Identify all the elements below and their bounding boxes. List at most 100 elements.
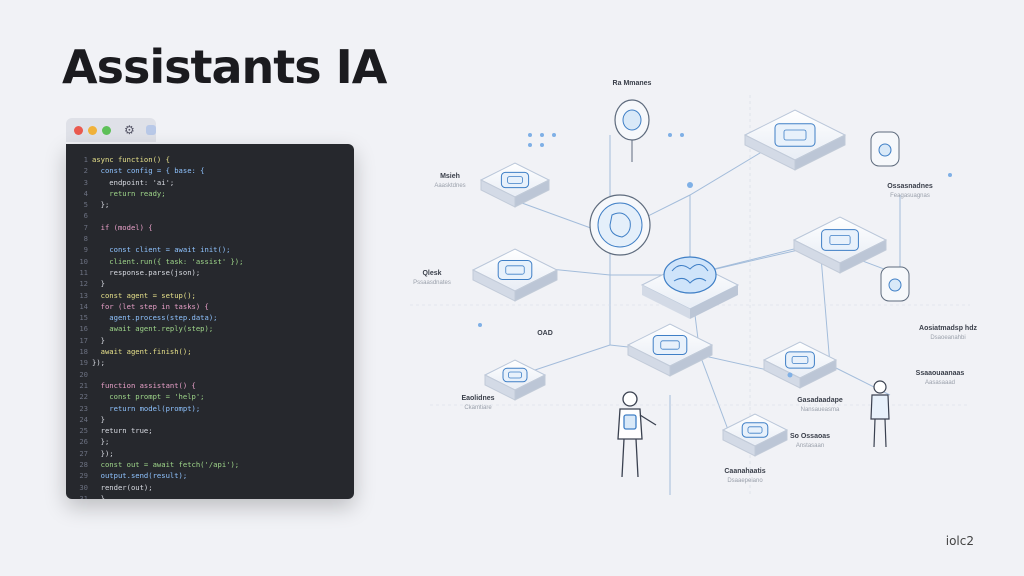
- nodes: [471, 109, 888, 457]
- code-line: return ready;: [92, 188, 166, 198]
- code-line: return model(prompt);: [92, 403, 201, 413]
- line-number: 26: [79, 437, 88, 447]
- page-title: Assistants IA: [62, 40, 387, 94]
- node-card-2: [743, 109, 847, 171]
- code-content: async function() { const config = { base…: [92, 154, 348, 499]
- node-card-4: [471, 248, 559, 302]
- node-label: Ossasnadnes: [887, 183, 933, 190]
- line-number: 23: [79, 403, 88, 413]
- line-number: 29: [79, 471, 88, 481]
- chat-bubble-icon: [870, 131, 900, 167]
- speech-pin-icon: [614, 99, 650, 162]
- code-line: if (model) {: [92, 222, 153, 232]
- code-line: const out = await fetch('/api');: [92, 460, 240, 470]
- code-line: return true;: [92, 426, 153, 436]
- code-line: agent.process(step.data);: [92, 313, 218, 323]
- node-sublabel: Aaasktdnes: [434, 183, 465, 189]
- node-label: Caanahaatis: [724, 468, 765, 475]
- line-number: 22: [79, 392, 88, 402]
- code-line: const prompt = 'help';: [92, 392, 205, 402]
- node-label: Eaolidnes: [461, 395, 494, 402]
- line-number: 2: [83, 166, 88, 176]
- line-number: 30: [79, 482, 88, 492]
- line-number: 4: [83, 188, 88, 198]
- node-card-3: [792, 216, 888, 274]
- line-number: 24: [79, 414, 88, 424]
- node-card-8: [721, 413, 789, 457]
- code-line: }: [92, 493, 105, 499]
- node-sublabel: Feagasuagnas: [890, 193, 930, 199]
- line-number: 21: [79, 380, 88, 390]
- gear-icon[interactable]: ⚙: [124, 123, 135, 137]
- node-sublabel: Anstasaan: [796, 443, 824, 449]
- line-number: 7: [83, 222, 88, 232]
- line-number: 14: [79, 301, 88, 311]
- node-card-6: [762, 341, 838, 389]
- line-number: 6: [83, 211, 88, 221]
- line-number: 28: [79, 460, 88, 470]
- line-number: 9: [83, 245, 88, 255]
- node-sublabel: Pssaasdnates: [413, 280, 451, 286]
- node-label: Gasadaadape: [797, 397, 843, 404]
- code-line: for (let step in tasks) {: [92, 301, 209, 311]
- code-line: [92, 210, 348, 221]
- maximize-dot-icon[interactable]: [102, 125, 111, 135]
- line-number: 10: [79, 256, 88, 266]
- connection-lines: [499, 134, 901, 495]
- code-line: };: [92, 200, 110, 210]
- close-dot-icon[interactable]: [74, 125, 83, 135]
- line-number: 31: [79, 493, 88, 499]
- person-user-icon: [617, 391, 657, 478]
- node-label: Ssaaouaanaas: [916, 370, 965, 377]
- node-label: Aosiatmadsp hdz: [919, 325, 977, 332]
- node-card-7: [483, 359, 547, 401]
- code-line: output.send(result);: [92, 471, 188, 481]
- editor-tab-bar: ⚙: [66, 118, 156, 142]
- person-user-icon-2: [870, 380, 890, 448]
- code-line: const agent = setup();: [92, 290, 196, 300]
- brand-logo-text: iolc2: [945, 534, 974, 548]
- line-number: 1: [83, 155, 88, 164]
- node-label: OAD: [537, 330, 553, 337]
- data-dots: [478, 133, 952, 378]
- code-line: response.parse(json);: [92, 267, 201, 277]
- line-number: 3: [83, 177, 88, 187]
- line-number: 5: [83, 200, 88, 210]
- line-number: 18: [79, 347, 88, 357]
- line-number: 17: [79, 335, 88, 345]
- line-number: 8: [83, 234, 88, 244]
- ai-head-icon: [589, 194, 651, 256]
- node-sublabel: Dsaaepeiano: [727, 478, 763, 484]
- chat-bubble-icon-2: [880, 266, 910, 302]
- node-card-5: [626, 323, 714, 377]
- code-line: const config = { base: {: [92, 166, 205, 176]
- code-line: client.run({ task: 'assist' });: [92, 256, 244, 266]
- code-line: });: [92, 358, 105, 368]
- node-sublabel: Aasasaaad: [925, 380, 955, 386]
- code-line: endpoint: 'ai';: [92, 177, 175, 187]
- code-line: render(out);: [92, 482, 153, 492]
- node-label: Qlesk: [422, 270, 441, 277]
- node-label: Msieh: [440, 173, 460, 180]
- code-line: }: [92, 335, 105, 345]
- code-line: }: [92, 414, 105, 424]
- node-card-1: [479, 162, 551, 208]
- line-number: 11: [79, 267, 88, 277]
- minimize-dot-icon[interactable]: [88, 125, 97, 135]
- code-line: });: [92, 448, 114, 458]
- code-line: }: [92, 279, 105, 289]
- line-number: 12: [79, 279, 88, 289]
- node-label: Ra Mmanes: [613, 80, 652, 87]
- node-sublabel: Nansaueasma: [801, 407, 840, 413]
- code-line: await agent.finish();: [92, 347, 192, 357]
- brain-hub: [640, 256, 740, 319]
- code-line: async function() {: [92, 155, 170, 164]
- code-line: function assistant() {: [92, 380, 196, 390]
- code-line: await agent.reply(step);: [92, 324, 214, 334]
- code-line: const client = await init();: [92, 245, 231, 255]
- tab-close-icon[interactable]: [145, 125, 156, 135]
